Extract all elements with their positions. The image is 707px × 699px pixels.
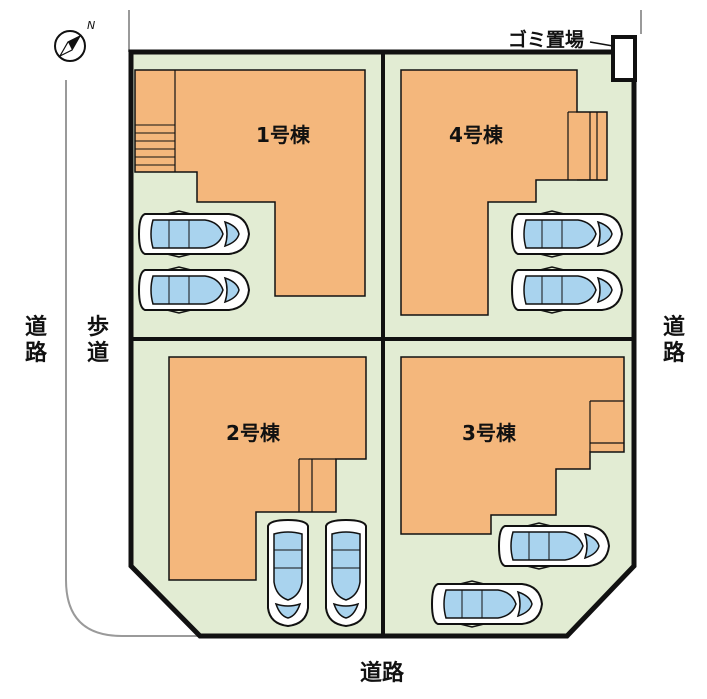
parking-car-icon <box>138 210 250 258</box>
north-arrow-icon: N <box>54 19 95 62</box>
lot-4-label: 4号棟 <box>449 123 504 147</box>
lot-2-label: 2号棟 <box>226 421 281 445</box>
compass-north-label: N <box>87 19 95 32</box>
sidewalk-label: 歩道 <box>87 315 109 366</box>
parking-car-icon <box>138 266 250 314</box>
parking-car-icon <box>267 519 309 627</box>
lot-3-label: 3号棟 <box>462 421 517 445</box>
road-label-west: 道路 <box>25 314 48 366</box>
lot-1-label: 1号棟 <box>256 123 311 147</box>
garbage-station: ゴミ置場 <box>508 28 637 82</box>
road-label-south: 道路 <box>360 660 405 686</box>
lot-3-building <box>400 356 625 535</box>
lot-1-building <box>134 69 366 297</box>
road-label-east: 道路 <box>663 314 686 366</box>
parking-car-icon <box>511 210 623 258</box>
parking-car-icon <box>431 580 543 628</box>
garbage-station-label: ゴミ置場 <box>508 28 584 51</box>
lot-2-building <box>168 356 367 581</box>
parking-car-icon <box>511 266 623 314</box>
road-edge-lines <box>65 10 642 637</box>
lot-4-building <box>400 69 608 316</box>
lot-dividers <box>131 52 634 636</box>
parking-car-icon <box>325 519 367 627</box>
parking-car-icon <box>498 522 610 570</box>
